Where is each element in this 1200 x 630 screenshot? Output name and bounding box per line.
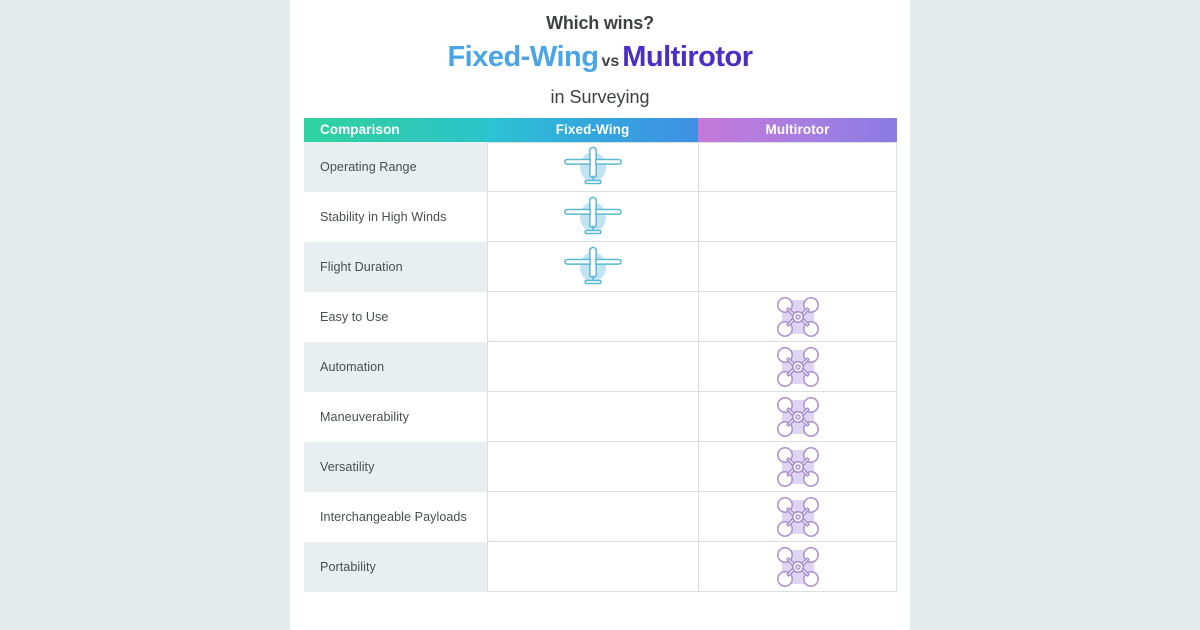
row-label-cell: Versatility [304, 442, 487, 492]
table-row: Maneuverability [304, 392, 897, 442]
row-label-cell: Automation [304, 342, 487, 392]
table-row: Easy to Use [304, 292, 897, 342]
multirotor-cell [698, 142, 897, 192]
multirotor-cell [698, 492, 897, 542]
fixed-wing-cell [487, 392, 698, 442]
multirotor-empty-slot [767, 144, 829, 190]
row-label-cell: Operating Range [304, 142, 487, 192]
table-body: Operating Range Stability in High Winds [304, 142, 897, 592]
fixed-wing-plane-icon [562, 194, 624, 240]
row-label: Portability [320, 559, 376, 574]
table-row: Interchangeable Payloads [304, 492, 897, 542]
fixed-wing-empty-slot [562, 544, 624, 590]
quadcopter-drone-icon [767, 494, 829, 540]
row-label-cell: Interchangeable Payloads [304, 492, 487, 542]
column-header-comparison: Comparison [304, 118, 487, 154]
multirotor-cell [698, 192, 897, 242]
row-label: Easy to Use [320, 309, 389, 324]
quadcopter-drone-icon [767, 344, 829, 390]
headline-right-term: Multirotor [622, 41, 753, 73]
row-label-cell: Portability [304, 542, 487, 592]
multirotor-cell [698, 542, 897, 592]
headline-left-term: Fixed-Wing [447, 41, 599, 73]
row-label: Stability in High Winds [320, 209, 447, 224]
row-label: Versatility [320, 459, 375, 474]
row-label: Interchangeable Payloads [320, 509, 467, 524]
table-row: Stability in High Winds [304, 192, 897, 242]
fixed-wing-cell [487, 242, 698, 292]
fixed-wing-cell [487, 442, 698, 492]
column-header-fixed-wing: Fixed-Wing [487, 118, 698, 142]
table-row: Versatility [304, 442, 897, 492]
row-label-cell: Flight Duration [304, 242, 487, 292]
multirotor-cell [698, 342, 897, 392]
multirotor-empty-slot [767, 244, 829, 290]
quadcopter-drone-icon [767, 544, 829, 590]
table-header-row: Comparison Fixed-Wing Multirotor [304, 118, 897, 154]
row-label: Maneuverability [320, 409, 409, 424]
fixed-wing-cell [487, 292, 698, 342]
fixed-wing-empty-slot [562, 394, 624, 440]
fixed-wing-plane-icon [562, 144, 624, 190]
headline-kicker: Which wins? [546, 13, 654, 33]
row-label: Flight Duration [320, 259, 403, 274]
table-row: Portability [304, 542, 897, 592]
fixed-wing-cell [487, 142, 698, 192]
headline-tail: in Surveying [550, 87, 650, 107]
multirotor-cell [698, 392, 897, 442]
row-label-cell: Easy to Use [304, 292, 487, 342]
table-row: Operating Range [304, 142, 897, 192]
quadcopter-drone-icon [767, 294, 829, 340]
fixed-wing-plane-icon [562, 244, 624, 290]
fixed-wing-empty-slot [562, 444, 624, 490]
multirotor-cell [698, 442, 897, 492]
headline-versus: vs [601, 53, 620, 70]
comparison-table: Comparison Fixed-Wing Multirotor Operati… [304, 118, 897, 592]
row-label-cell: Maneuverability [304, 392, 487, 442]
table-row: Automation [304, 342, 897, 392]
table-row: Flight Duration [304, 242, 897, 292]
multirotor-cell [698, 242, 897, 292]
multirotor-empty-slot [767, 194, 829, 240]
row-label: Operating Range [320, 159, 417, 174]
quadcopter-drone-icon [767, 444, 829, 490]
fixed-wing-cell [487, 342, 698, 392]
row-label-cell: Stability in High Winds [304, 192, 487, 242]
fixed-wing-cell [487, 492, 698, 542]
fixed-wing-cell [487, 192, 698, 242]
fixed-wing-empty-slot [562, 344, 624, 390]
multirotor-cell [698, 292, 897, 342]
row-label: Automation [320, 359, 385, 374]
fixed-wing-empty-slot [562, 494, 624, 540]
column-header-multirotor: Multirotor [698, 118, 897, 142]
quadcopter-drone-icon [767, 394, 829, 440]
fixed-wing-cell [487, 542, 698, 592]
fixed-wing-empty-slot [562, 294, 624, 340]
